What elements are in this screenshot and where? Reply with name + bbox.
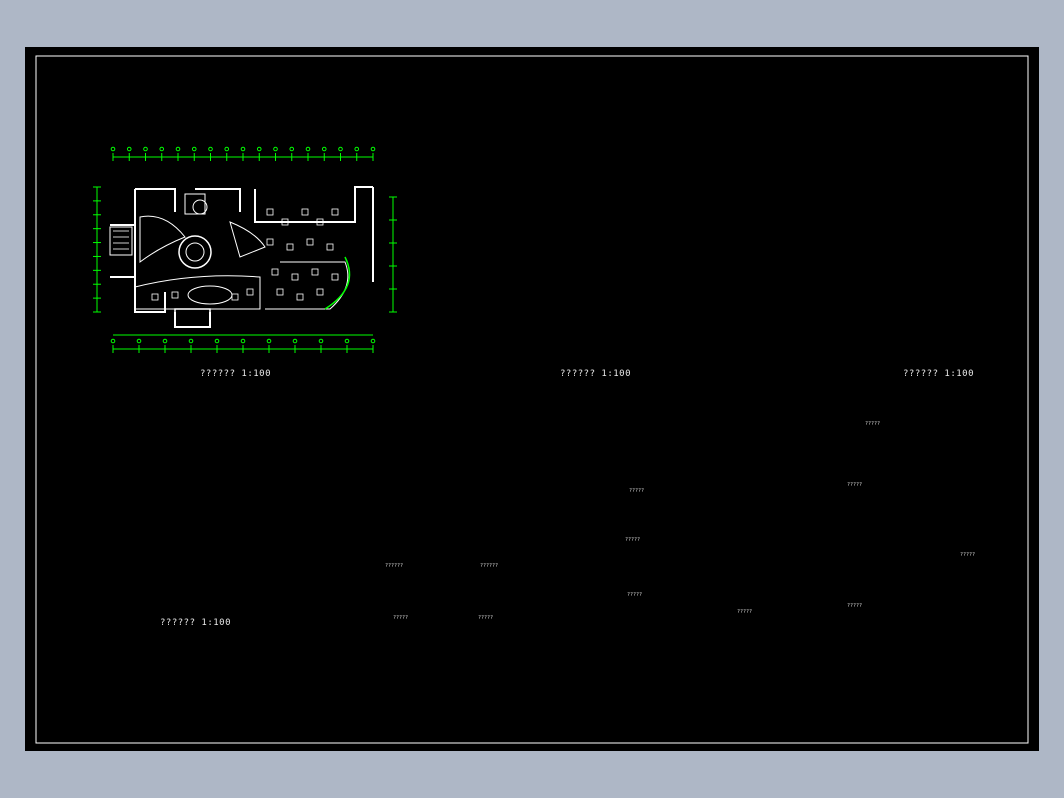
detail-label-5: ?????	[629, 488, 645, 494]
floor-plan-1	[93, 146, 397, 353]
detail-label-4: ?????	[478, 615, 494, 621]
detail-label-2: ??????	[480, 563, 499, 569]
detail-label-1: ??????	[385, 563, 404, 569]
detail-label-9: ?????	[847, 482, 863, 488]
detail-label-12: ?????	[865, 421, 881, 427]
plan1-caption: ?????? 1:100	[200, 369, 272, 379]
detail-label-7: ?????	[627, 592, 643, 598]
detail-label-8: ?????	[737, 609, 753, 615]
plan4-caption: ?????? 1:100	[160, 618, 232, 628]
detail-label-6: ?????	[625, 537, 641, 543]
detail-label-3: ?????	[393, 615, 409, 621]
plan2-caption: ?????? 1:100	[560, 369, 632, 379]
detail-label-11: ?????	[847, 603, 863, 609]
plan3-caption: ?????? 1:100	[903, 369, 975, 379]
drawing-sheet: ?????? 1:100 ?????? 1:100 ?????? 1:100 ?…	[25, 47, 1039, 751]
detail-label-10: ?????	[960, 552, 976, 558]
sheet-border	[35, 55, 1029, 744]
cad-drawing	[35, 55, 1029, 744]
